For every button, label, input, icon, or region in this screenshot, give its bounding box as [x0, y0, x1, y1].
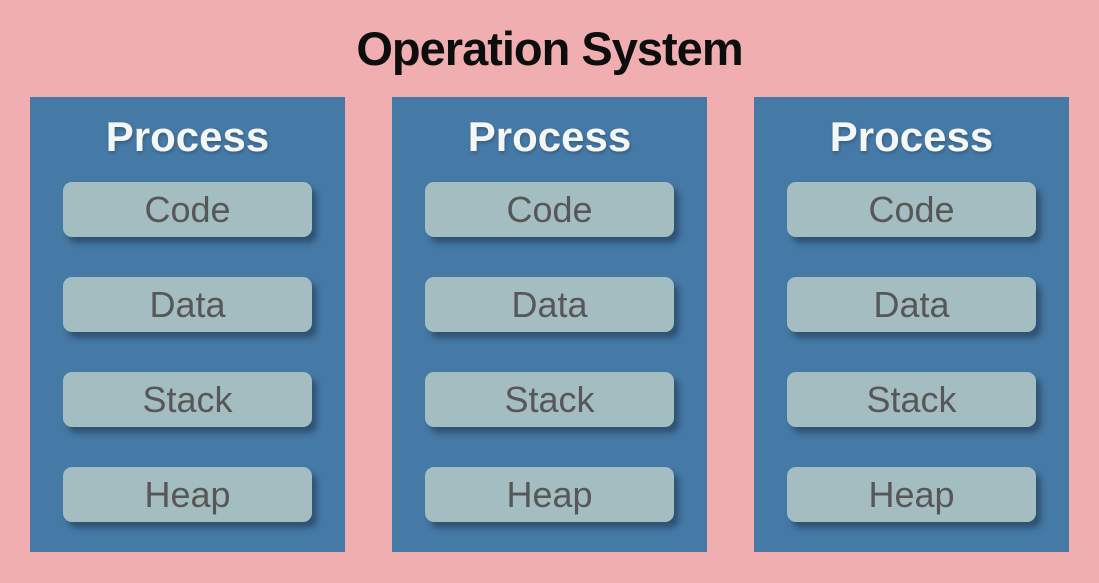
process-segment-data: Data	[63, 277, 312, 332]
process-segment-heap: Heap	[787, 467, 1036, 522]
process-title: Process	[467, 113, 632, 160]
process-segment-heap: Heap	[63, 467, 312, 522]
process-segment-stack: Stack	[787, 372, 1036, 427]
process-title: Process	[105, 113, 270, 160]
process-segment-code: Code	[63, 182, 312, 237]
process-segment-stack: Stack	[63, 372, 312, 427]
process-card-2: Process Code Data Stack Heap	[392, 97, 707, 552]
process-segment-data: Data	[787, 277, 1036, 332]
process-row: Process Code Data Stack Heap Process Cod…	[30, 97, 1069, 552]
os-diagram-title: Operation System	[356, 22, 743, 75]
process-card-3: Process Code Data Stack Heap	[754, 97, 1069, 552]
process-title: Process	[829, 113, 994, 160]
process-card-1: Process Code Data Stack Heap	[30, 97, 345, 552]
process-segment-code: Code	[425, 182, 674, 237]
process-segment-code: Code	[787, 182, 1036, 237]
process-segment-data: Data	[425, 277, 674, 332]
process-segment-heap: Heap	[425, 467, 674, 522]
process-segment-stack: Stack	[425, 372, 674, 427]
